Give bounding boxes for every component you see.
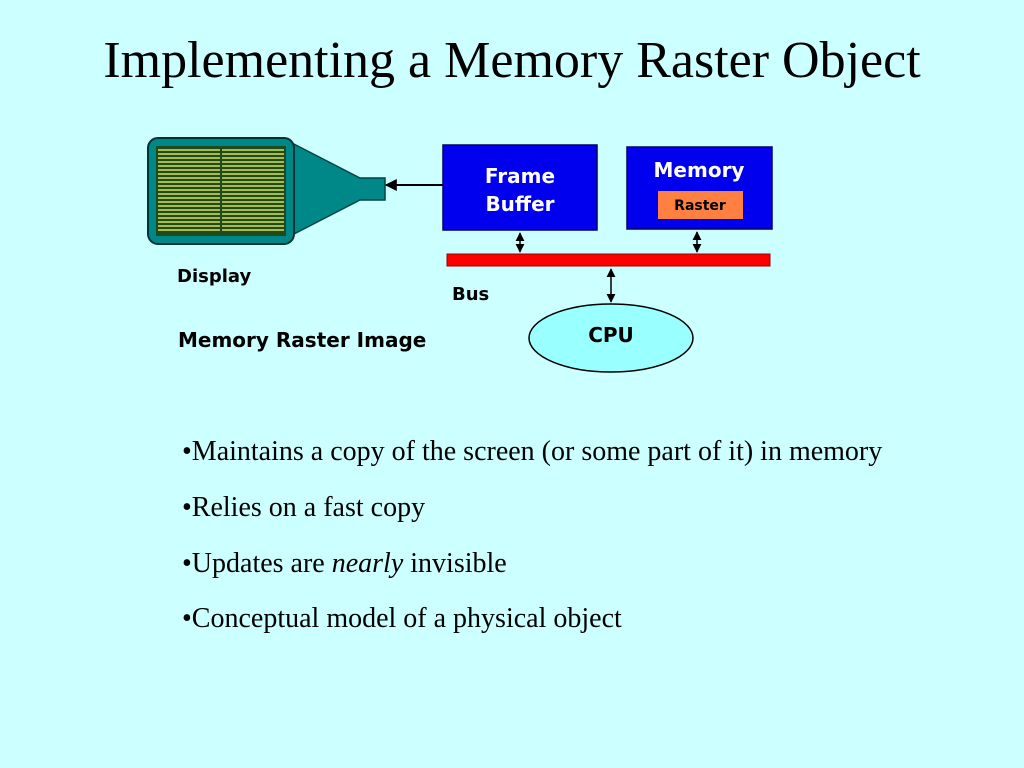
bullet-updates-emphasis: nearly (331, 547, 404, 579)
bullet-list: •Maintains a copy of the screen (or some… (182, 433, 902, 656)
slide-title: Implementing a Memory Raster Object (103, 32, 921, 89)
bullet-updates-pre: •Updates are (182, 547, 332, 579)
frame-buffer-box: Frame Buffer (442, 144, 598, 231)
display-neck (289, 140, 386, 238)
cpu-ellipse (528, 303, 694, 373)
bullet-maintains-copy: •Maintains a copy of the screen (or some… (182, 436, 883, 467)
frame-buffer-label-line1: Frame (485, 164, 555, 188)
bullet-updates-invisible: •Updates are nearly invisible (182, 545, 902, 583)
bullet-conceptual-model: •Conceptual model of a physical object (182, 603, 622, 635)
bus-label: Bus (452, 284, 489, 305)
memory-box: Memory Raster (626, 146, 773, 230)
cpu-label: CPU (588, 323, 634, 347)
bullet-fast-copy: •Relies on a fast copy (182, 491, 426, 523)
raster-box (658, 191, 743, 219)
diagram-caption: Memory Raster Image (178, 328, 426, 352)
memory-label: Memory (654, 158, 745, 182)
frame-buffer-label-line2: Buffer (485, 192, 554, 216)
raster-label: Raster (674, 198, 726, 214)
display-icon (147, 137, 386, 245)
bus-bar (446, 253, 771, 267)
display-label: Display (177, 266, 251, 287)
bullet-updates-post: invisible (403, 547, 507, 579)
memory-raster-diagram: Frame Buffer Memory Raster Bus CPU Displ… (147, 137, 773, 373)
